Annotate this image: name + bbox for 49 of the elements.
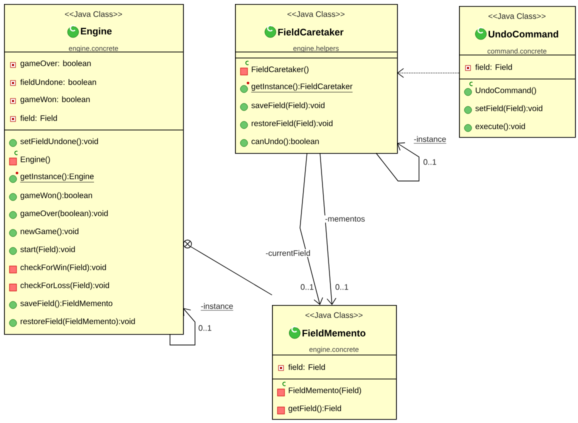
edge-label: -instance	[414, 136, 446, 144]
member-text: field: Field	[288, 364, 325, 370]
member-text: newGame():void	[20, 228, 78, 236]
member-text: field: Field	[20, 115, 57, 121]
multiplicity-label: 0..1	[336, 284, 348, 290]
member-text: gameOver: boolean	[20, 60, 91, 68]
edge-label: -currentField	[266, 250, 310, 256]
multiplicity-label: 0..1	[424, 159, 436, 165]
member-text: gameWon():boolean	[20, 192, 92, 200]
class-name: UndoCommand	[488, 30, 558, 38]
association-arrow	[183, 240, 272, 296]
multiplicity-label: 0..1	[198, 325, 212, 331]
member-text: checkForLoss(Field):void	[20, 282, 110, 290]
edge-label: -instance	[200, 303, 234, 311]
member-text: canUndo():boolean	[252, 138, 319, 146]
stereotype: <<Java Class>>	[488, 13, 546, 19]
member-text: saveField(Field):void	[251, 102, 324, 110]
edge-label: -mementos	[325, 216, 365, 222]
member-text: getInstance():Engine	[20, 173, 94, 182]
association-arrow	[320, 152, 336, 305]
member-text: start(Field):void	[20, 246, 75, 254]
member-text: fieldUndone: boolean	[20, 79, 96, 85]
stereotype: <<Java Class>>	[288, 11, 344, 17]
association-arrow	[376, 142, 420, 182]
member-text: getField():Field	[288, 405, 342, 413]
member-text: setField(Field):void	[475, 105, 542, 113]
member-text: saveField():FieldMemento	[20, 300, 112, 308]
member-text: getInstance():FieldCaretaker	[251, 83, 353, 92]
stereotype: <<Java Class>>	[306, 312, 362, 318]
association-arrow	[170, 308, 196, 346]
member-text: restoreField(FieldMemento):void	[20, 318, 135, 326]
multiplicity-label: 0..1	[300, 284, 314, 290]
stereotype: <<Java Class>>	[64, 11, 122, 17]
association-arrow	[300, 152, 324, 305]
member-text: gameWon: boolean	[20, 96, 90, 104]
member-text: restoreField(Field):void	[252, 120, 332, 128]
member-text: execute():void	[476, 123, 525, 131]
member-text: field: Field	[475, 64, 512, 70]
member-text: setFieldUndone():void	[20, 138, 98, 146]
member-text: FieldCaretaker()	[252, 66, 308, 74]
member-text: FieldMemento(Field)	[288, 387, 362, 395]
class-name: FieldMemento	[302, 330, 366, 336]
member-text: UndoCommand()	[476, 87, 536, 95]
association-arrow	[397, 68, 460, 78]
member-text: gameOver(boolean):void	[20, 210, 108, 218]
class-name: FieldCaretaker	[278, 28, 344, 36]
member-text: checkForWin(Field):void	[20, 264, 106, 272]
member-text: Engine()	[20, 156, 50, 164]
class-name: Engine	[80, 28, 112, 36]
